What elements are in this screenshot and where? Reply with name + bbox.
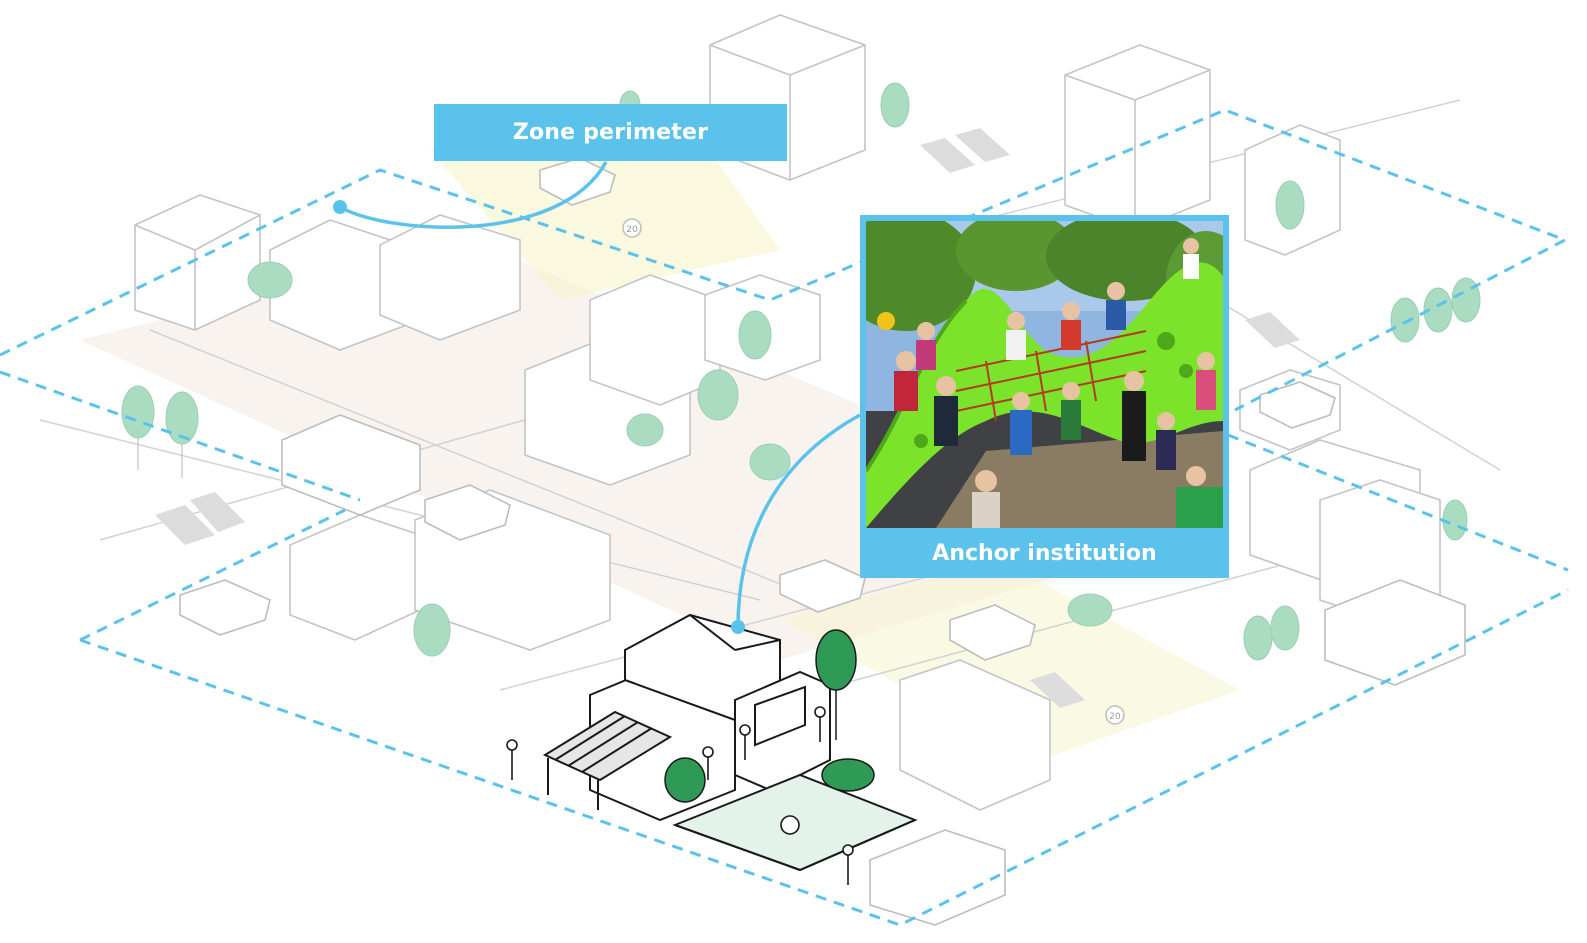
label-connectors [339,161,861,628]
zone-perimeter-label-text: Zone perimeter [512,120,709,145]
speed-signs: 20 20 [622,218,1125,725]
playground-photo-illustration [866,221,1223,528]
zone-perimeter-label: Zone perimeter [434,104,787,161]
anchor-institution-label: Anchor institution [932,540,1157,566]
zone-perimeter-lines [0,108,1569,927]
school-trees [664,629,875,803]
crosswalks [155,128,1300,708]
playground-photo [866,221,1223,528]
background-vehicles [179,157,1466,926]
background-trees [121,82,1481,661]
connector-dot [731,620,745,634]
speed-sign-text: 20 [626,225,638,235]
connector-dot [333,200,347,214]
speed-sign-text: 20 [1109,712,1121,722]
anchor-institution-card: Anchor institution [860,215,1229,578]
schoolyard-people [506,706,854,885]
